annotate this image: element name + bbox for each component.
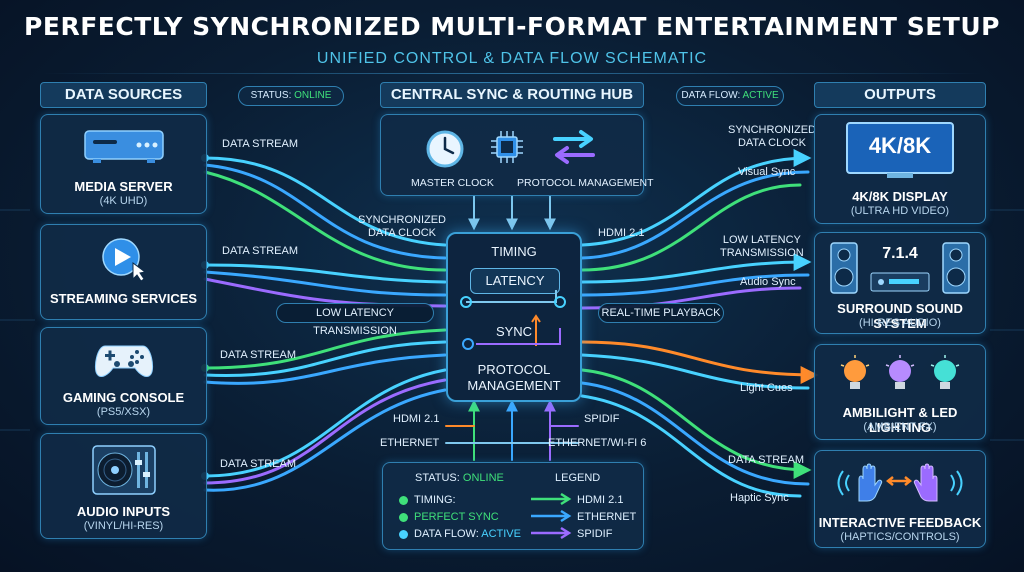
source-name: STREAMING SERVICES: [49, 291, 198, 306]
source-sub: (PS5/XSX): [96, 406, 151, 418]
gamepad-icon: [94, 345, 154, 377]
legend-item-timing: TIMING:: [399, 494, 456, 506]
data-stream-right-label: DATA STREAM: [728, 454, 804, 466]
processor-chip-icon: [491, 131, 523, 163]
sync-dot-icon: [399, 512, 408, 522]
light-cues-label: Light Cues: [740, 382, 793, 394]
source-card-audio[interactable]: AUDIO INPUTS (VINYL/HI-RES): [40, 433, 207, 539]
legend-spdif-label: SPIDIF: [577, 528, 613, 540]
source-sub: (4K UHD): [99, 195, 148, 207]
status-label: STATUS:: [250, 90, 292, 101]
legend-item-perfect-sync: PERFECT SYNC: [399, 511, 499, 523]
output-name: AMBILIGHT & LED LIGHTING: [842, 405, 958, 435]
hub-header: CENTRAL SYNC & ROUTING HUB: [380, 82, 644, 108]
output-sub: (HI-RES AUDIO): [859, 317, 941, 329]
output-card-surround[interactable]: 7.1.4 SURROUND SOUND SYSTEM (HI-RES AUDI…: [814, 232, 986, 334]
clock-icon: [426, 130, 464, 168]
realtime-playback-label: REAL-TIME PLAYBACK: [598, 303, 724, 323]
sync-clock-right-label: SYNCHRONIZED DATA CLOCK: [728, 124, 817, 149]
data-sources-header: DATA SOURCES: [40, 82, 207, 108]
output-card-display[interactable]: 4K/8K 4K/8K DISPLAY (ULTRA HD VIDEO): [814, 114, 986, 224]
central-hub[interactable]: TIMING LATENCY SYNC PROTOCOL MANAGEMENT: [446, 232, 582, 402]
legend-status: STATUS: ONLINE: [415, 472, 504, 484]
legend-text: PERFECT SYNC: [414, 511, 499, 523]
data-flow-value: ACTIVE: [742, 90, 779, 101]
page-title: PERFECTLY SYNCHRONIZED MULTI-FORMAT ENTE…: [24, 12, 1000, 41]
page-subtitle: UNIFIED CONTROL & DATA FLOW SCHEMATIC: [316, 50, 708, 67]
hdmi-top-label: HDMI 2.1: [598, 227, 645, 239]
source-card-streaming[interactable]: STREAMING SERVICES: [40, 224, 207, 320]
stream-label: DATA STREAM: [220, 349, 296, 361]
stream-label: DATA STREAM: [220, 458, 296, 470]
output-name: 4K/8K DISPLAY: [852, 189, 948, 204]
status-legend-panel: STATUS: ONLINE LEGEND TIMING: PERFECT SY…: [382, 462, 644, 550]
swap-arrows-icon: [553, 130, 595, 164]
hdmi-bottom-label: HDMI 2.1: [393, 413, 440, 425]
protocol-management-label: PROTOCOL MANAGEMENT: [517, 177, 654, 189]
visual-sync-label: Visual Sync: [738, 166, 796, 178]
media-server-icon: [84, 130, 164, 163]
legend-status-value: ONLINE: [462, 472, 504, 484]
low-latency-left-label: LOW LATENCY TRANSMISSION: [276, 303, 434, 337]
legend-hdmi-label: HDMI 2.1: [577, 494, 624, 506]
surround-badge: 7.1.4: [882, 245, 918, 262]
hub-timing-label: TIMING: [491, 244, 537, 259]
low-latency-right-label: LOW LATENCY TRANSMISSION: [720, 234, 804, 259]
data-flow-label: DATA FLOW:: [681, 90, 741, 101]
hub-top-panel: MASTER CLOCK PROTOCOL MANAGEMENT: [380, 114, 654, 196]
light-bulb-icon: [840, 355, 960, 389]
legend-line-swatches: [531, 493, 572, 540]
legend-status-label: STATUS:: [415, 472, 460, 484]
output-card-haptics[interactable]: INTERACTIVE FEEDBACK (HAPTICS/CONTROLS): [814, 450, 986, 548]
status-pill: STATUS: ONLINE: [238, 86, 344, 106]
hub-protocol-label-2: MANAGEMENT: [467, 378, 561, 393]
source-name: MEDIA SERVER: [74, 179, 173, 194]
legend-text: TIMING:: [414, 494, 456, 506]
source-card-media-server[interactable]: MEDIA SERVER (4K UHD): [40, 114, 207, 214]
source-sub: (VINYL/HI-RES): [83, 520, 164, 532]
turntable-icon: [92, 445, 156, 495]
hub-sync-label: SYNC: [495, 324, 533, 339]
play-button-icon: [102, 238, 147, 281]
master-clock-label: MASTER CLOCK: [411, 177, 494, 189]
hub-protocol-label-1: PROTOCOL: [477, 362, 551, 377]
hand-haptic-icon: [837, 463, 963, 502]
output-card-lighting[interactable]: AMBILIGHT & LED LIGHTING (AMBIENT FX): [814, 344, 986, 440]
stream-label: DATA STREAM: [222, 138, 298, 150]
output-sub: (HAPTICS/CONTROLS): [840, 531, 960, 543]
output-sub: (AMBIENT FX): [863, 421, 937, 433]
output-name: INTERACTIVE FEEDBACK: [818, 515, 982, 530]
haptic-sync-label: Haptic Sync: [730, 492, 789, 504]
status-value: ONLINE: [294, 90, 332, 101]
timing-dot-icon: [399, 495, 408, 505]
legend-item-data-flow: DATA FLOW: ACTIVE: [399, 528, 521, 540]
legend-title: LEGEND: [555, 472, 601, 484]
audio-sync-label: Audio Sync: [740, 276, 796, 288]
ethernet-label: ETHERNET: [380, 437, 440, 449]
speakers-icon: [830, 242, 970, 294]
data-flow-dot-icon: [399, 529, 408, 539]
legend-text: ACTIVE: [481, 528, 521, 540]
outputs-header: OUTPUTS: [814, 82, 986, 108]
stream-label: DATA STREAM: [222, 245, 298, 257]
tv-icon: [846, 122, 954, 178]
sync-clock-left-label: SYNCHRONIZED DATA CLOCK: [358, 214, 447, 239]
output-name: SURROUND SOUND SYSTEM: [837, 301, 963, 331]
hub-latency-chip: LATENCY: [470, 268, 560, 294]
legend-text-label: DATA FLOW:: [414, 528, 479, 540]
data-flow-pill: DATA FLOW: ACTIVE: [676, 86, 784, 106]
spdif-label: SPIDIF: [584, 413, 620, 425]
title-divider: [40, 73, 984, 74]
hub-signal-paths: [460, 290, 566, 350]
display-badge: 4K/8K: [868, 133, 932, 158]
output-sub: (ULTRA HD VIDEO): [850, 205, 950, 217]
source-name: AUDIO INPUTS: [76, 504, 171, 519]
ethernet-wifi-label: ETHERNET/WI-FI 6: [548, 437, 647, 449]
source-card-gaming[interactable]: GAMING CONSOLE (PS5/XSX): [40, 327, 207, 425]
source-name: GAMING CONSOLE: [62, 390, 185, 405]
legend-ethernet-label: ETHERNET: [577, 511, 637, 523]
